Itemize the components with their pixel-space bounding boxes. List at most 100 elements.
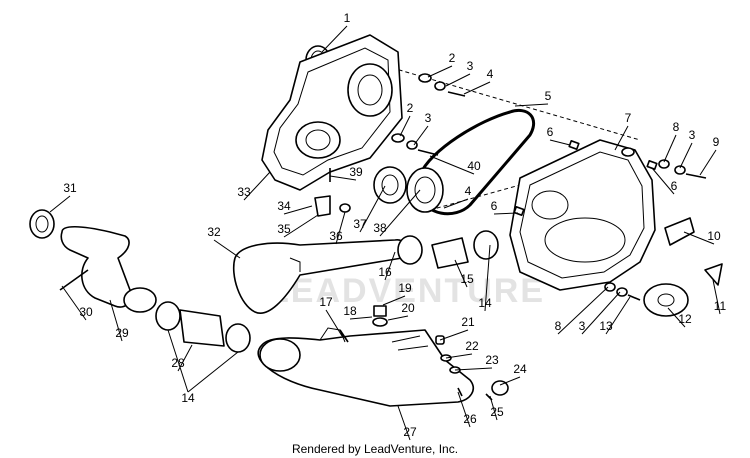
callout-leader-25 bbox=[384, 251, 396, 281]
part-6-clips bbox=[513, 140, 658, 216]
callout-leader-30 bbox=[667, 307, 686, 328]
callout-leader-42 bbox=[489, 395, 498, 421]
callout-number-5: 5 bbox=[545, 89, 552, 103]
callout-leader-32 bbox=[581, 291, 621, 335]
callout-leader-5 bbox=[413, 125, 429, 146]
callout-leader-26 bbox=[454, 259, 468, 288]
part-15-sleeve bbox=[397, 230, 499, 269]
callout-number-30: 30 bbox=[79, 305, 93, 319]
callout-number-16: 16 bbox=[378, 265, 392, 279]
callout-leader-41 bbox=[499, 376, 521, 386]
callout-number-38: 38 bbox=[373, 221, 387, 235]
callout-number-25: 25 bbox=[490, 405, 504, 419]
callout-number-3: 3 bbox=[689, 128, 696, 142]
callout-leader-15 bbox=[429, 155, 475, 175]
callout-number-6: 6 bbox=[671, 179, 678, 193]
callout-leader-18 bbox=[379, 189, 421, 237]
callout-number-15: 15 bbox=[460, 272, 474, 286]
callout-leader-23 bbox=[49, 195, 71, 213]
callout-leader-44 bbox=[397, 405, 411, 441]
callout-number-6: 6 bbox=[491, 199, 498, 213]
callout-leader-39 bbox=[445, 353, 473, 359]
callout-number-37: 37 bbox=[353, 217, 367, 231]
callout-number-34: 34 bbox=[277, 199, 291, 213]
callout-number-1: 1 bbox=[344, 11, 351, 25]
part-38-clutch bbox=[373, 166, 444, 213]
part-10-decal bbox=[664, 217, 723, 286]
watermark-text: LEADVENTURE bbox=[268, 272, 545, 310]
callout-leader-38 bbox=[439, 329, 469, 341]
callout-leader-36 bbox=[349, 316, 373, 320]
callout-number-27: 27 bbox=[403, 425, 417, 439]
callout-number-7: 7 bbox=[625, 111, 632, 125]
callout-leader-34 bbox=[382, 295, 406, 306]
callout-number-6: 6 bbox=[547, 125, 554, 139]
callout-leader-22 bbox=[335, 211, 346, 245]
callout-number-24: 24 bbox=[513, 362, 527, 376]
callout-leader-8 bbox=[614, 125, 629, 151]
callout-number-35: 35 bbox=[277, 222, 291, 236]
callout-leader-14-extra-1 bbox=[187, 351, 239, 393]
callout-leader-14 bbox=[443, 198, 469, 209]
part-31-bearing bbox=[29, 209, 55, 239]
part-28-sleeve bbox=[155, 301, 251, 353]
hardware-group-lower bbox=[339, 305, 509, 401]
callout-leader-2 bbox=[445, 73, 471, 87]
callout-leader-6 bbox=[514, 103, 549, 107]
part-32-intake-duct bbox=[232, 239, 407, 314]
callout-number-19: 19 bbox=[398, 281, 412, 295]
callout-number-17: 17 bbox=[319, 295, 333, 309]
callout-leader-43 bbox=[457, 391, 471, 428]
callout-leader-29 bbox=[712, 279, 721, 315]
callout-number-4: 4 bbox=[487, 67, 494, 81]
callout-leader-1 bbox=[427, 65, 453, 78]
part-33-inner-cover bbox=[261, 34, 403, 191]
callout-leader-40 bbox=[454, 367, 493, 371]
callout-number-22: 22 bbox=[465, 339, 479, 353]
callout-number-29: 29 bbox=[115, 326, 129, 340]
callout-number-36: 36 bbox=[329, 229, 343, 243]
callout-leader-10 bbox=[679, 142, 693, 169]
callout-number-9: 9 bbox=[713, 135, 720, 149]
callout-number-31: 31 bbox=[63, 181, 77, 195]
callout-leader-24 bbox=[213, 239, 241, 259]
part-29-elbow-duct bbox=[59, 225, 157, 313]
callout-number-21: 21 bbox=[461, 315, 475, 329]
callout-number-40: 40 bbox=[467, 159, 481, 173]
callout-number-8: 8 bbox=[673, 120, 680, 134]
callout-leader-0 bbox=[321, 25, 348, 53]
callout-leader-21 bbox=[283, 214, 319, 238]
callout-number-3: 3 bbox=[425, 111, 432, 125]
callout-leader-7 bbox=[549, 139, 571, 146]
callout-number-2: 2 bbox=[449, 51, 456, 65]
callout-number-20: 20 bbox=[401, 301, 415, 315]
callout-number-23: 23 bbox=[485, 353, 499, 367]
callout-number-18: 18 bbox=[343, 304, 357, 318]
callout-number-39: 39 bbox=[349, 165, 363, 179]
callout-number-33: 33 bbox=[237, 185, 251, 199]
part-27-lower-duct bbox=[257, 327, 474, 407]
callout-number-8: 8 bbox=[555, 319, 562, 333]
callout-leader-28 bbox=[683, 231, 715, 245]
callout-number-26: 26 bbox=[463, 412, 477, 426]
fastener-group-right bbox=[658, 159, 707, 179]
callout-number-3: 3 bbox=[579, 319, 586, 333]
part-7-outer-cover bbox=[509, 139, 656, 291]
callout-leader-31 bbox=[557, 286, 609, 335]
callout-leader-12 bbox=[651, 167, 675, 195]
callout-leader-46 bbox=[109, 299, 123, 342]
callout-number-11: 11 bbox=[714, 299, 727, 313]
callout-number-32: 32 bbox=[207, 225, 221, 239]
callout-number-14: 14 bbox=[478, 296, 492, 310]
credit-text: Rendered by LeadVenture, Inc. bbox=[292, 442, 458, 456]
callout-number-13: 13 bbox=[599, 319, 613, 333]
callout-leader-35 bbox=[387, 315, 409, 321]
callout-leader-4 bbox=[399, 115, 411, 137]
callout-leader-14-extra-0 bbox=[167, 329, 189, 393]
callout-leader-19 bbox=[243, 171, 271, 201]
callout-number-12: 12 bbox=[678, 312, 692, 326]
callout-leader-11 bbox=[699, 149, 717, 176]
callout-number-14: 14 bbox=[181, 391, 195, 405]
